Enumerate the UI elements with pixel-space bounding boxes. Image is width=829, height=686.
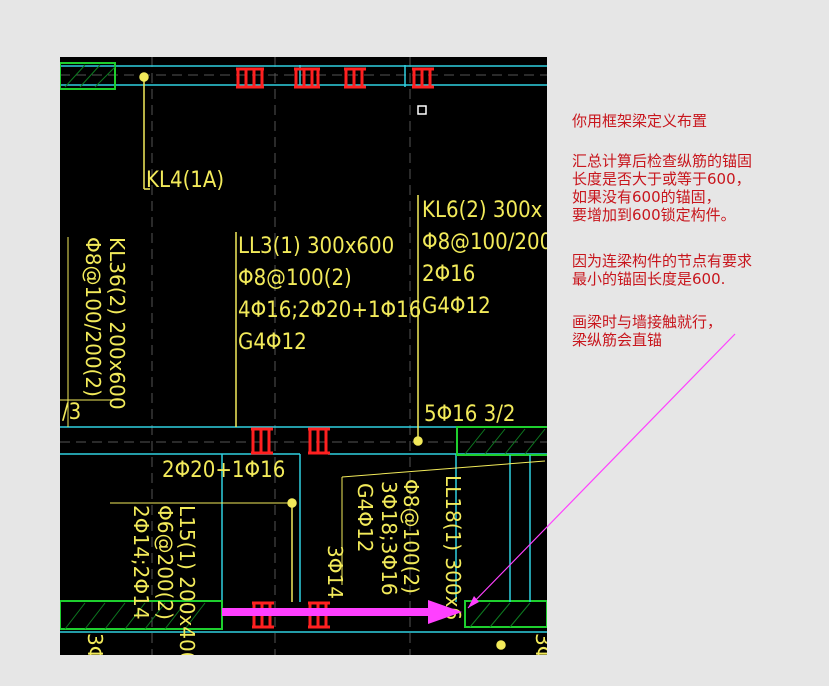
note-draw-beam: 画梁时与墙接触就行， 梁纵筋会直锚 [572,313,723,349]
label-l15-stirrup: Φ6@200(2) [153,505,177,620]
wall-right-hatch [456,426,547,628]
label-kl36-stirrup: Φ8@100/200(2) [81,237,105,397]
label-l15-name: L15(1) 200x400 [175,505,199,655]
pointer-arrowhead [468,596,479,608]
label-kl6-top: 2Φ16 [422,262,475,287]
label-edge-right: 3Φ [531,633,547,655]
label-l15-bars: 2Φ14;2Φ14 [129,505,153,620]
label-ll3-name: LL3(1) 300x600 [238,234,394,259]
label-kl4: KL4(1A) [146,168,224,193]
label-kl6-side: G4Φ12 [422,294,491,319]
label-ll3-bars: 4Φ16;2Φ20+1Φ16 [238,298,421,323]
cad-drawing-viewport: KL4(1A) KL6(2) 300x Φ8@100/200 2Φ16 G4Φ1… [60,57,547,655]
beam-arrow-head [428,600,462,624]
label-ll3-side: G4Φ12 [238,330,307,355]
label-kl6-stirrup: Φ8@100/200 [422,230,547,255]
note-line1: 你用框架梁定义布置 [572,112,708,130]
label-kl6-name: KL6(2) 300x [422,198,543,223]
label-ll18-stirrup: Φ8@100(2) [399,479,423,594]
note-anchorage: 汇总计算后检查纵筋的锚固 长度是否大于或等于600， 如果没有600的锚固， 要… [572,152,753,224]
label-ll3-stirrup: Φ8@100(2) [238,266,352,291]
label-edge-left: 3Φ [83,633,107,655]
label-2phi20: 2Φ20+1Φ16 [162,458,285,483]
label-ll18-name: LL18(1) 300x6 [441,475,465,620]
label-3phi14: 3Φ14 [323,545,347,599]
cad-drawing: KL4(1A) KL6(2) 300x Φ8@100/200 2Φ16 G4Φ1… [60,57,547,655]
grip-square [417,105,427,115]
label-bottom-5phi16: 5Φ16 3/2 [424,402,515,427]
label-kl36-name: KL36(2) 200x600 [105,237,129,410]
label-ll18-side: G4Φ12 [353,483,377,552]
note-coupling-beam: 因为连梁构件的节点有要求 最小的锚固长度是600. [572,252,753,288]
leader-lines [60,72,546,650]
label-ll18-bars: 3Φ18;3Φ16 [377,481,401,596]
label-kl36-ratio: /3 [62,400,81,425]
pointer-line [467,333,736,609]
